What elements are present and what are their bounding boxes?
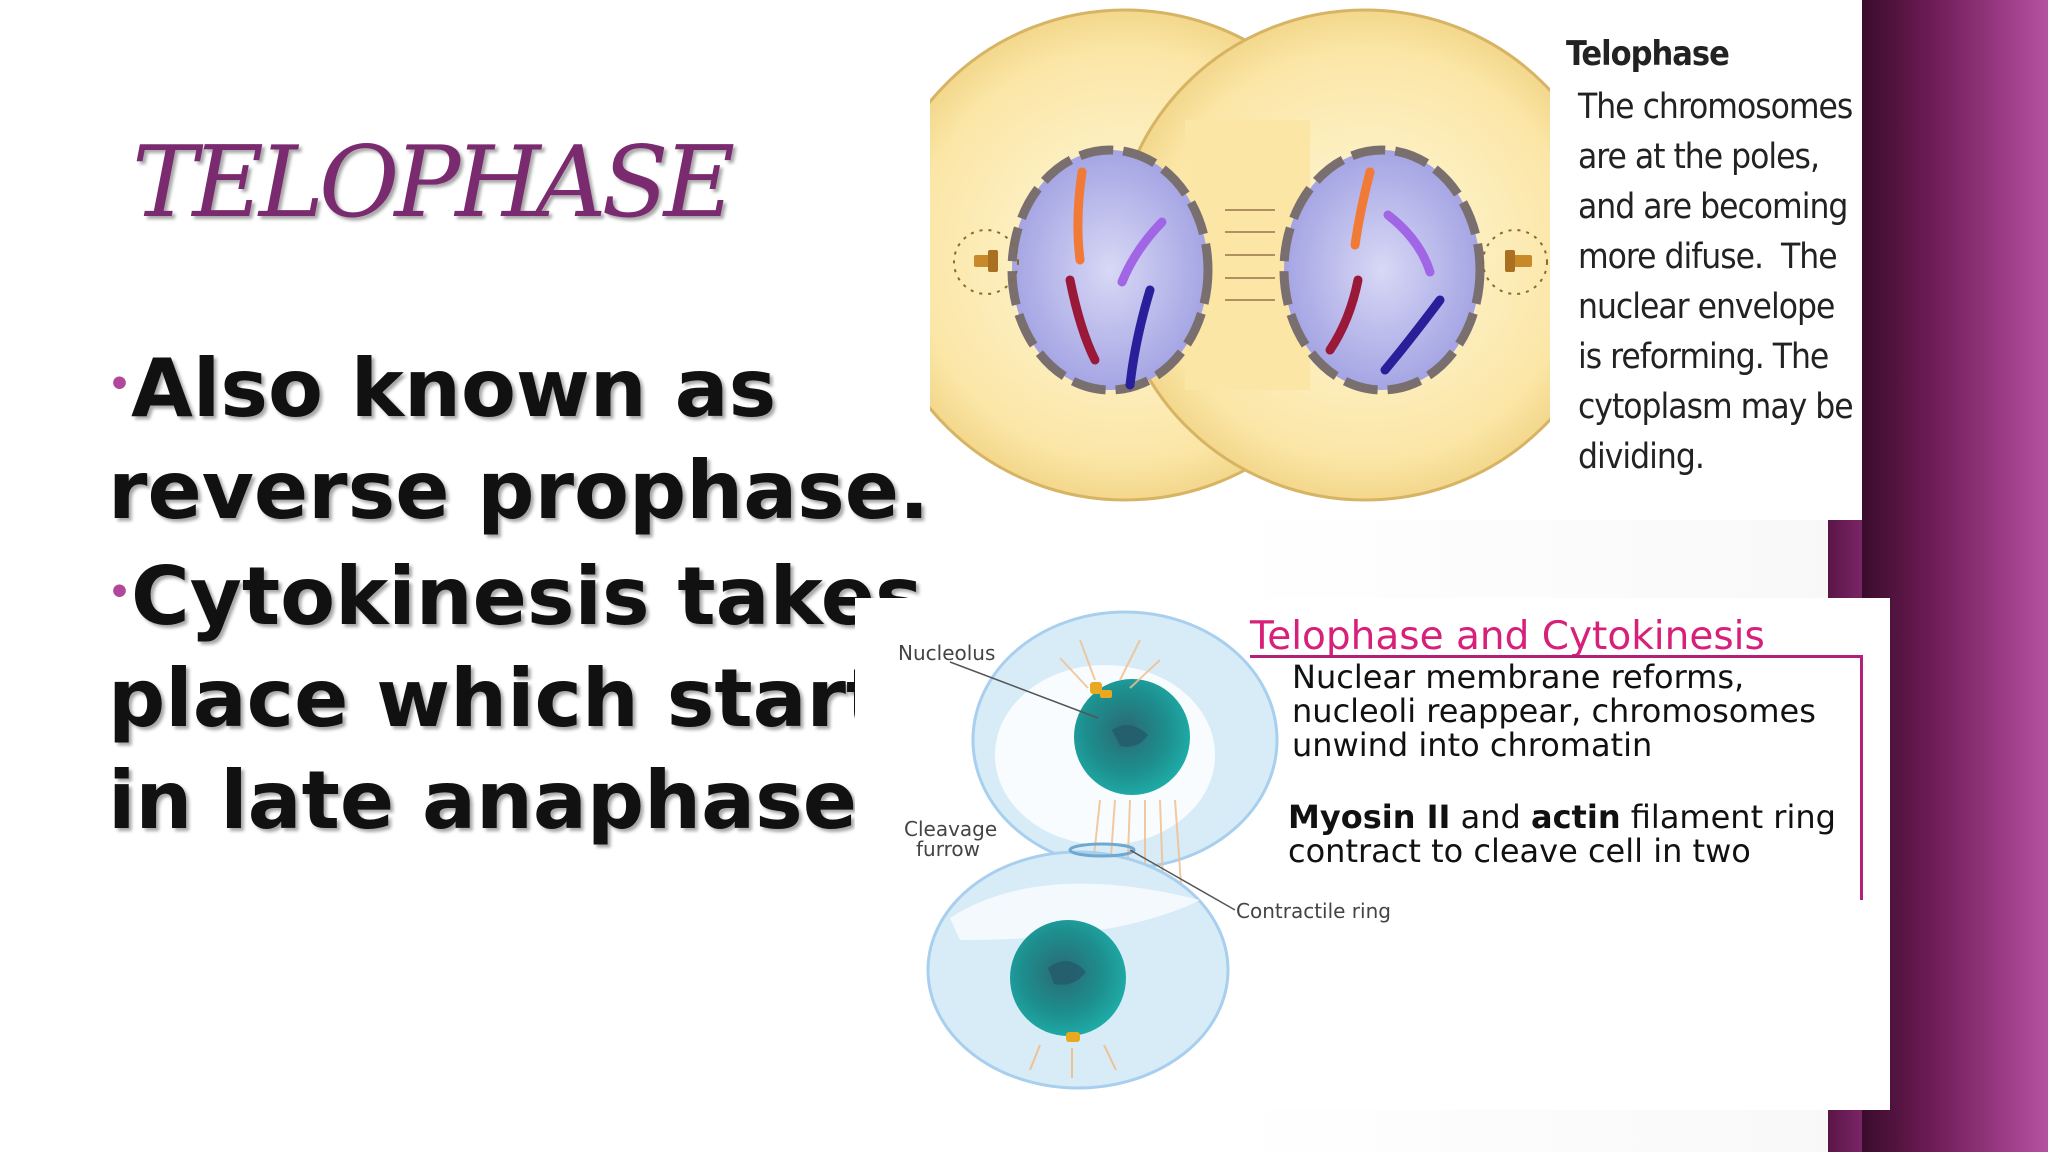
left-nucleus — [1007, 145, 1213, 395]
bullet-2-line-3: in late anaphase. — [108, 754, 872, 847]
bullet-2-line-1: •Cytokinesis takes — [108, 550, 923, 643]
label-cleavage-1: Cleavage — [904, 817, 997, 841]
caption-line: are at the poles, — [1578, 137, 1820, 177]
telophase-caption-heading: Telophase — [1566, 34, 1730, 74]
midbody-lines — [1225, 209, 1275, 301]
label-cleavage-2: furrow — [916, 837, 980, 861]
right-nucleus — [1279, 145, 1485, 395]
heading-side-rule — [1860, 655, 1863, 900]
heading-underline — [1250, 655, 1862, 658]
bullet-dot: • — [108, 572, 132, 613]
telophase-cell-illustration — [930, 8, 1550, 502]
caption-line: and are becoming — [1578, 187, 1848, 227]
caption-line: dividing. — [1578, 437, 1705, 477]
leader-lines — [949, 661, 1236, 911]
lower-daughter-cell — [926, 850, 1230, 1090]
label-nucleolus: Nucleolus — [898, 641, 995, 665]
left-centrosome — [953, 229, 1019, 295]
cytokinesis-text-block-2: Myosin II and actin filament ring contra… — [1288, 798, 1836, 870]
cytokinesis-text-block-1: Nuclear membrane reforms, nucleoli reapp… — [1292, 658, 1816, 764]
bullet-1-line-1: •Also known as — [108, 342, 777, 435]
bullet-1-line-2: reverse prophase. — [108, 444, 930, 537]
caption-line: The chromosomes — [1578, 87, 1853, 127]
caption-line: cytoplasm may be — [1578, 387, 1854, 427]
contractile-ring — [1068, 842, 1136, 858]
caption-line: more difuse. The — [1578, 237, 1838, 277]
caption-line: is reforming. The — [1578, 337, 1829, 377]
bullet-dot: • — [108, 364, 132, 405]
decorative-side-band — [1862, 0, 2048, 1152]
slide-title: TELOPHASE — [132, 126, 735, 240]
cytokinesis-illustration: Nucleolus Cleavage furrow Contractile ri… — [898, 610, 1391, 1090]
cytokinesis-heading: Telophase and Cytokinesis — [1250, 614, 1765, 659]
telophase-caption: Telophase The chromosomes are at the pol… — [1566, 34, 1866, 482]
label-contractile-ring: Contractile ring — [1236, 899, 1391, 923]
upper-daughter-cell — [971, 610, 1279, 870]
bullet-2-line-2: place which starts — [108, 652, 932, 745]
right-centrosome — [1482, 229, 1548, 295]
telophase-caption-body: The chromosomes are at the poles, and ar… — [1566, 82, 1866, 482]
bullet-list: •Also known as reverse prophase. •Cytoki… — [108, 334, 932, 866]
caption-line: nuclear envelope — [1578, 287, 1835, 327]
